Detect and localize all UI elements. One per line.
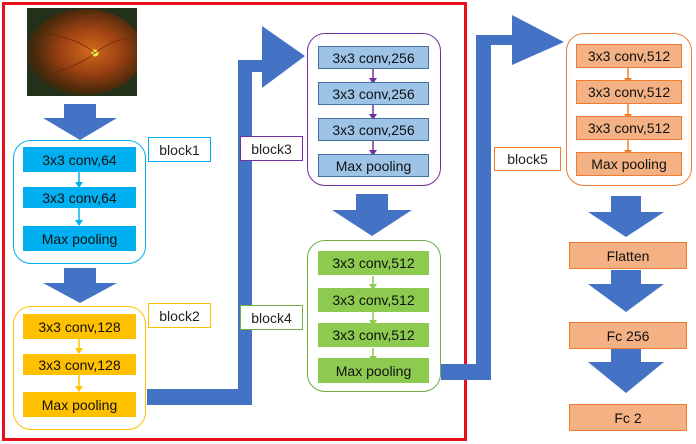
flatten-layer: Flatten (569, 242, 687, 269)
connector-arrow-2 (441, 15, 564, 380)
block4-layer-4: Max pooling (318, 358, 429, 383)
block5-tag: block5 (494, 147, 561, 171)
down-arrow-4 (588, 196, 664, 237)
block5-layer-3: 3x3 conv,512 (576, 116, 682, 140)
block5-layer-1: 3x3 conv,512 (576, 44, 682, 68)
block4-layer-3: 3x3 conv,512 (318, 323, 429, 347)
block5-layer-2: 3x3 conv,512 (576, 80, 682, 104)
block3-layer-2: 3x3 conv,256 (318, 82, 429, 105)
fundus-photo-icon (27, 8, 137, 96)
fc256-layer: Fc 256 (569, 322, 687, 349)
block1-layer-3: Max pooling (23, 226, 136, 251)
fc2-layer: Fc 2 (569, 404, 687, 431)
block1-tag: block1 (148, 137, 211, 162)
block5-layer-4: Max pooling (576, 152, 682, 176)
block4-tag: block4 (240, 305, 303, 330)
highlight-frame (2, 2, 467, 441)
block4-layer-2: 3x3 conv,512 (318, 288, 429, 312)
down-arrow-6 (588, 346, 664, 393)
down-arrow-2 (43, 268, 117, 303)
block3-layer-3: 3x3 conv,256 (318, 118, 429, 141)
block1-layer-2: 3x3 conv,64 (23, 187, 136, 208)
block2-layer-3: Max pooling (23, 392, 136, 417)
block4-layer-1: 3x3 conv,512 (318, 251, 429, 275)
fundus-image (27, 8, 137, 96)
down-arrow-1 (43, 104, 117, 140)
block2-tag: block2 (148, 303, 211, 328)
block2-layer-1: 3x3 conv,128 (23, 314, 136, 339)
block3-layer-4: Max pooling (318, 154, 429, 177)
down-arrow-5 (588, 270, 664, 312)
connector-arrow-1 (147, 26, 305, 405)
block3-tag: block3 (240, 136, 303, 161)
block2-layer-2: 3x3 conv,128 (23, 354, 136, 375)
block3-layer-1: 3x3 conv,256 (318, 46, 429, 69)
down-arrow-3 (332, 194, 412, 236)
block1-layer-1: 3x3 conv,64 (23, 147, 136, 172)
